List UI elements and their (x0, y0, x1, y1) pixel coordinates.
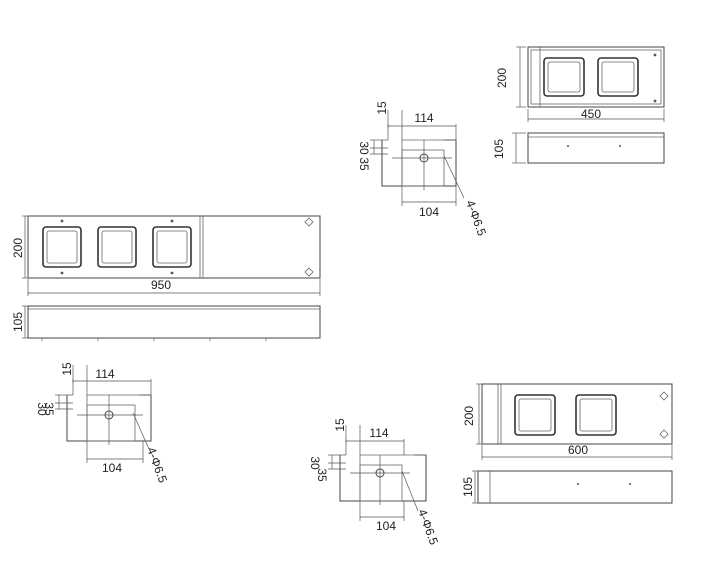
dimension-thickness: 105 (492, 139, 506, 159)
dimension-lip: 15 (333, 418, 347, 432)
hole-spec: 4-Φ6.5 (144, 445, 170, 485)
panel-window (97, 226, 137, 268)
dimension-lip: 15 (60, 362, 74, 376)
dimension-length: 950 (151, 278, 171, 292)
bottom-view-950: 105 (11, 305, 321, 341)
panel-window (575, 394, 617, 436)
dimension-offset-b: 35 (42, 402, 56, 416)
bottom-view-450: 105 (492, 132, 665, 164)
hole-spec: 4-Φ6.5 (415, 507, 441, 547)
dimension-width-bottom: 104 (419, 205, 439, 219)
side-profile-600: 114 15 30 35 104 4-Φ6.5 (308, 418, 441, 547)
panel-window (152, 226, 192, 268)
panel-window (543, 57, 585, 97)
dimension-offset-a: 30 (308, 456, 322, 470)
dimension-height: 200 (462, 406, 476, 426)
bottom-view-600: 105 (461, 470, 673, 504)
dimension-width-bottom: 104 (376, 519, 396, 533)
panel-window (514, 394, 556, 436)
dimension-thickness: 105 (461, 477, 475, 497)
dimension-width-top: 114 (414, 111, 433, 125)
dimension-width-bottom: 104 (102, 461, 122, 475)
front-view-950: 200 950 (11, 215, 321, 296)
dimension-thickness: 105 (11, 312, 25, 332)
dimension-offset-b: 35 (315, 468, 329, 482)
front-view-450: 200 450 (495, 46, 665, 122)
front-view-600: 200 600 (462, 383, 673, 460)
side-profile-950: 114 15 30 35 104 4-Φ6.5 (35, 362, 170, 485)
dimension-lip: 15 (375, 101, 389, 115)
dimension-offset-a: 30 (357, 141, 371, 155)
hole-spec: 4-Φ6.5 (463, 198, 489, 238)
dimension-offset-a: 30 (35, 402, 49, 416)
dimension-height: 200 (495, 68, 509, 88)
dimension-offset-b: 35 (357, 157, 371, 171)
panel-window (42, 226, 82, 268)
dimension-height: 200 (11, 238, 25, 258)
dimension-length: 450 (581, 107, 601, 121)
panel-window (597, 57, 639, 97)
dimension-width-top: 114 (95, 367, 114, 381)
dimension-width-top: 114 (369, 426, 388, 440)
side-profile-450: 114 15 30 35 104 4-Φ6.5 (357, 101, 489, 238)
dimension-length: 600 (568, 443, 588, 457)
